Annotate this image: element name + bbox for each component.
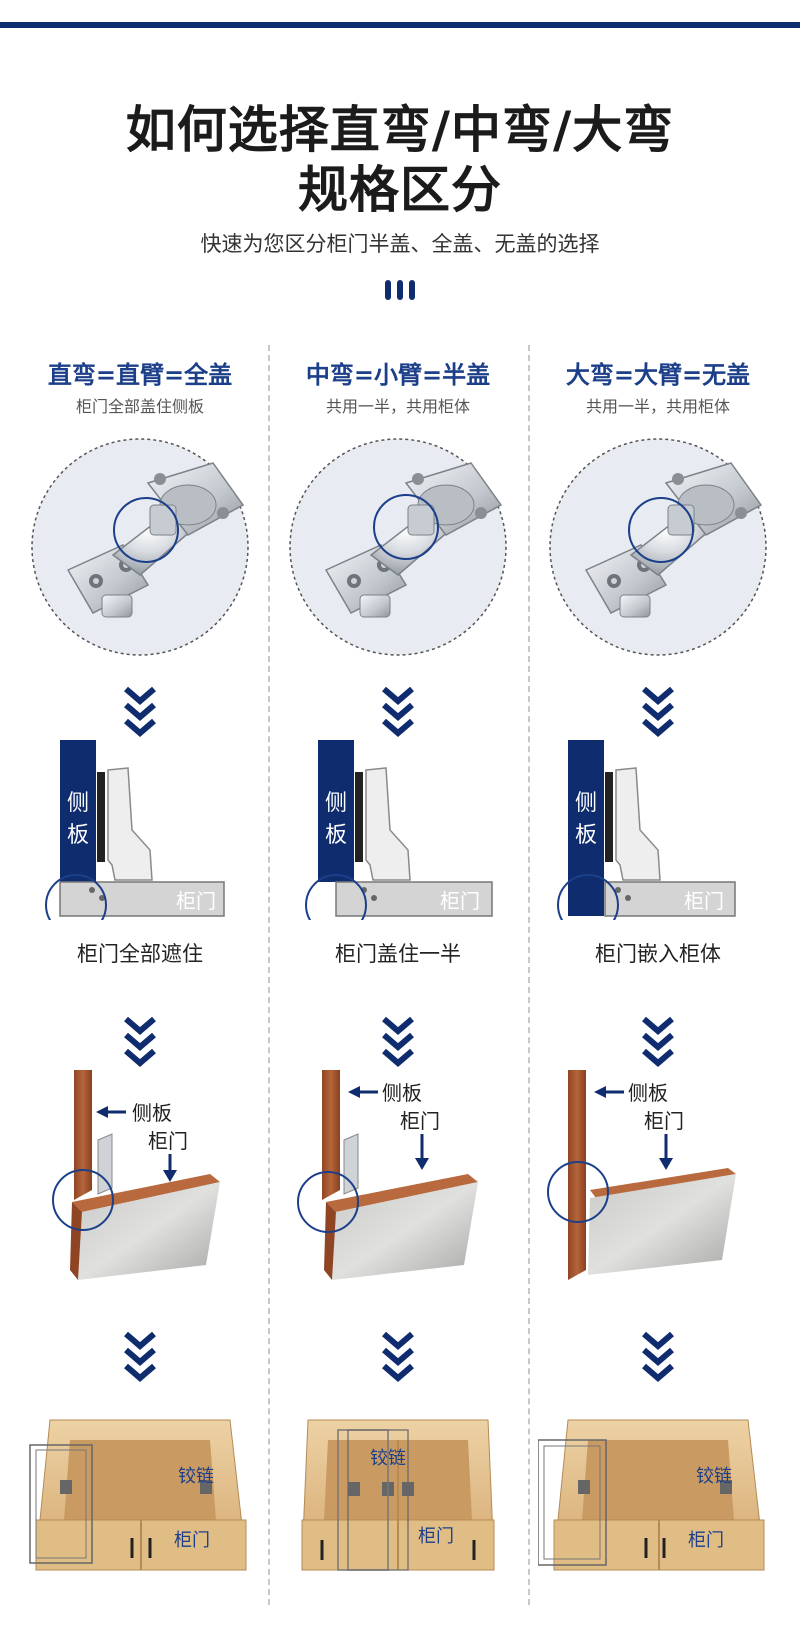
column-inset: 大弯=大臂=无盖 共用一半，共用柜体 侧 板 柜门 柜门嵌入柜体 侧板 柜门 bbox=[538, 355, 778, 1635]
door-3d-inset: 侧板 柜门 bbox=[547, 1070, 736, 1280]
side-panel-label: 侧板 bbox=[382, 1081, 422, 1105]
door-3d-half-overlay: 侧板 柜门 bbox=[297, 1070, 478, 1280]
triple-chevron-down-icon bbox=[382, 686, 414, 737]
column-title: 大弯=大臂=无盖 bbox=[565, 361, 751, 389]
door-label: 柜门 bbox=[400, 1109, 440, 1133]
column-subtitle: 柜门全部盖住侧板 bbox=[75, 397, 204, 416]
door-label: 柜门 bbox=[174, 1530, 210, 1551]
arrow-down-icon bbox=[415, 1158, 429, 1170]
column-title: 中弯=小臂=半盖 bbox=[305, 361, 491, 389]
hinge-label: 铰链 bbox=[370, 1448, 406, 1469]
circle-highlight-icon bbox=[113, 497, 179, 563]
door-label: 柜门 bbox=[684, 889, 724, 913]
triple-chevron-down-icon bbox=[382, 1331, 414, 1382]
arrow-left-icon bbox=[348, 1086, 360, 1098]
triple-chevron-down-icon bbox=[382, 1016, 414, 1067]
arrow-down-icon bbox=[659, 1158, 673, 1170]
circle-highlight-icon bbox=[305, 874, 367, 920]
column-divider-1 bbox=[268, 345, 270, 1605]
circle-highlight-icon bbox=[557, 874, 619, 920]
triple-chevron-down-icon bbox=[124, 1016, 156, 1067]
overlay-diagram-full: 侧 板 柜门 bbox=[45, 740, 225, 920]
overlay-diagram-inset: 侧 板 柜门 bbox=[557, 740, 736, 920]
side-panel-char2: 板 bbox=[67, 823, 89, 848]
hinge-photo-small-arm bbox=[286, 435, 510, 659]
door-label: 柜门 bbox=[148, 1129, 188, 1153]
page-title-line1: 如何选择直弯/中弯/大弯 bbox=[125, 101, 675, 159]
cabinet-illustration-full: 铰链 柜门 bbox=[29, 1419, 247, 1571]
arrow-left-icon bbox=[96, 1106, 108, 1118]
arrow-left-icon bbox=[594, 1086, 606, 1098]
triple-chevron-down-icon bbox=[642, 686, 674, 737]
side-panel-label: 侧板 bbox=[132, 1101, 172, 1125]
cabinet-illustration-inset: 铰链 柜门 bbox=[538, 1419, 765, 1571]
overlay-diagram-half: 侧 板 柜门 bbox=[305, 740, 493, 920]
triple-chevron-down-icon bbox=[642, 1016, 674, 1067]
side-panel-char1: 侧 bbox=[325, 791, 347, 816]
door-3d-full-overlay: 侧板 柜门 bbox=[52, 1070, 220, 1280]
side-panel-label: 侧板 bbox=[628, 1081, 668, 1105]
page-title-line2: 规格区分 bbox=[298, 161, 502, 219]
diagram-caption: 柜门全部遮住 bbox=[77, 942, 203, 966]
triple-chevron-down-icon bbox=[642, 1331, 674, 1382]
column-half-overlay: 中弯=小臂=半盖 共用一半，共用柜体 侧 板 柜门 柜门盖住一半 侧板 bbox=[278, 355, 518, 1635]
circle-highlight-icon bbox=[373, 494, 439, 560]
circle-highlight-icon bbox=[52, 1169, 114, 1231]
circle-highlight-icon bbox=[547, 1161, 609, 1223]
circle-highlight-icon bbox=[45, 874, 107, 920]
door-label: 柜门 bbox=[176, 889, 216, 913]
hinge-photo-large-arm bbox=[546, 435, 770, 659]
circle-highlight-icon bbox=[628, 497, 694, 563]
door-label: 柜门 bbox=[418, 1526, 454, 1547]
cabinet-illustration-half: 铰链 柜门 bbox=[301, 1419, 495, 1571]
top-accent-bar bbox=[0, 22, 800, 28]
side-panel-char2: 板 bbox=[325, 823, 347, 848]
door-label: 柜门 bbox=[688, 1530, 724, 1551]
triple-chevron-down-icon bbox=[124, 1331, 156, 1382]
hinge-photo-straight-arm bbox=[28, 435, 252, 659]
page-subtitle: 快速为您区分柜门半盖、全盖、无盖的选择 bbox=[200, 232, 600, 256]
arrow-down-icon bbox=[163, 1170, 177, 1182]
circle-highlight-icon bbox=[297, 1171, 359, 1233]
door-label: 柜门 bbox=[644, 1109, 684, 1133]
diagram-caption: 柜门盖住一半 bbox=[335, 942, 461, 966]
side-panel-char1: 侧 bbox=[67, 791, 89, 816]
door-label: 柜门 bbox=[440, 889, 480, 913]
column-subtitle: 共用一半，共用柜体 bbox=[325, 397, 470, 416]
column-subtitle: 共用一半，共用柜体 bbox=[585, 397, 730, 416]
column-divider-2 bbox=[528, 345, 530, 1605]
column-full-overlay: 直弯=直臂=全盖 柜门全部盖住侧板 侧 板 柜门 柜门全部遮住 侧板 bbox=[20, 355, 260, 1635]
column-title: 直弯=直臂=全盖 bbox=[47, 361, 233, 389]
triple-chevron-down-icon bbox=[124, 686, 156, 737]
hinge-label: 铰链 bbox=[696, 1466, 732, 1487]
decorative-bars-icon bbox=[376, 280, 424, 300]
hinge-label: 铰链 bbox=[178, 1466, 214, 1487]
side-panel-char1: 侧 bbox=[575, 791, 597, 816]
side-panel-char2: 板 bbox=[575, 823, 597, 848]
diagram-caption: 柜门嵌入柜体 bbox=[595, 942, 721, 966]
